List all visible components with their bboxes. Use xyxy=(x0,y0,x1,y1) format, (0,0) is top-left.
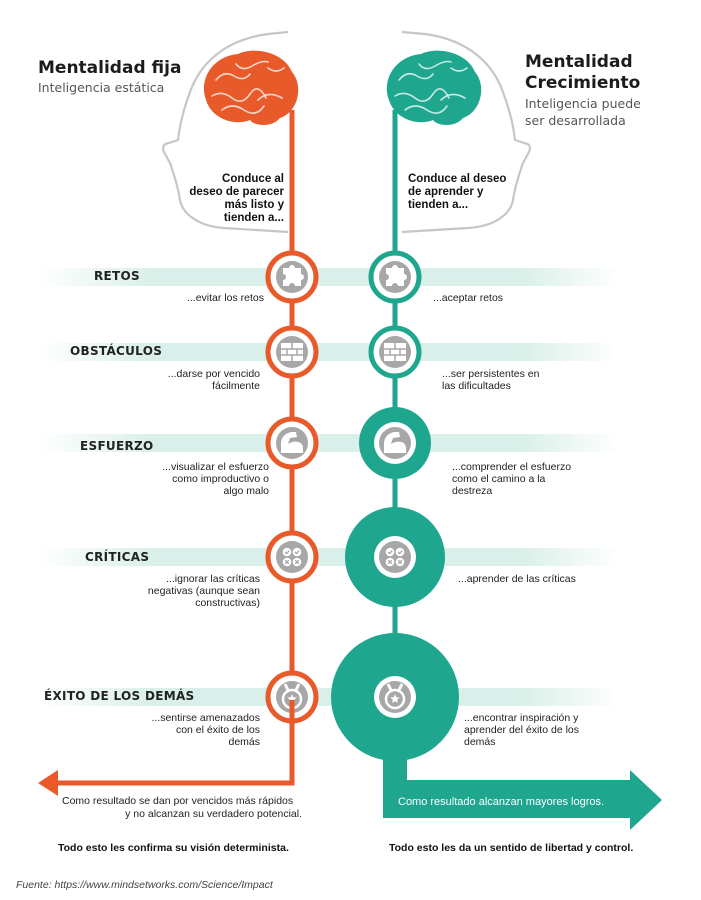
growth-desc-exito: ...encontrar inspiración y aprender del … xyxy=(464,712,634,748)
row-band-left xyxy=(40,688,292,706)
desc-line: algo malo xyxy=(223,485,269,497)
fixed-result-text: Como resultado se dan por vencidos más r… xyxy=(62,795,322,821)
row-band-left xyxy=(40,434,292,452)
desc-line: como el camino a la xyxy=(452,473,546,485)
desc-line: destreza xyxy=(452,485,493,497)
desc-line: ...visualizar el esfuerzo xyxy=(162,461,269,473)
checks-crosses-icon xyxy=(282,547,302,567)
desc-line: ...aceptar retos xyxy=(433,292,504,304)
growth-mindset-title: Mentalidad Crecimiento xyxy=(525,52,640,94)
fixed-lead-text: Conduce al deseo de parecer más listo y … xyxy=(164,173,284,225)
growth-lead-line: de aprender y xyxy=(408,186,484,198)
category-criticas: CRÍTICAS xyxy=(85,550,150,564)
growth-lead-line: Conduce al deseo xyxy=(408,173,507,185)
fixed-result-arrow xyxy=(38,700,295,796)
growth-title-line: Mentalidad xyxy=(525,52,633,72)
growth-node xyxy=(368,325,422,379)
puzzle-icon xyxy=(386,265,407,286)
fixed-mindset-subtitle: Inteligencia estática xyxy=(38,80,165,95)
fixed-lead-line: más listo y xyxy=(224,199,284,211)
growth-node xyxy=(368,250,422,304)
result-line: y no alcanzan su verdadero potencial. xyxy=(125,808,302,820)
fixed-node xyxy=(265,530,319,584)
growth-desc-obstaculos: ...ser persistentes en las dificultades xyxy=(442,368,612,392)
desc-line: como improductivo o xyxy=(172,473,269,485)
desc-line: las dificultades xyxy=(442,380,511,392)
growth-title-line: Crecimiento xyxy=(525,73,641,93)
growth-subtitle-line: ser desarrollada xyxy=(525,113,626,128)
growth-result-arrow xyxy=(383,740,662,830)
desc-line: fácilmente xyxy=(212,380,260,392)
category-exito-de-los-demas: ÉXITO DE LOS DEMÁS xyxy=(44,689,195,703)
category-obstaculos: OBSTÁCULOS xyxy=(70,344,163,358)
desc-line: ...encontrar inspiración y xyxy=(464,712,579,724)
fixed-node xyxy=(265,325,319,379)
fixed-desc-exito: ...sentirse amenazados con el éxito de l… xyxy=(90,712,260,748)
row-band-left xyxy=(40,268,292,286)
desc-line: ...comprender el esfuerzo xyxy=(452,461,572,473)
desc-line: ...ignorar las críticas xyxy=(166,573,260,585)
desc-line: ...sentirse amenazados xyxy=(151,712,260,724)
category-esfuerzo: ESFUERZO xyxy=(80,439,154,453)
growth-node xyxy=(359,407,431,479)
medal-icon xyxy=(384,683,406,710)
growth-head-outline xyxy=(401,30,532,234)
row-band-right xyxy=(395,343,620,361)
row-band-right xyxy=(395,548,620,566)
puzzle-icon xyxy=(283,265,304,286)
growth-lead-line: tienden a... xyxy=(408,199,469,211)
fixed-mindset-title: Mentalidad fija xyxy=(38,58,182,78)
fixed-desc-criticas: ...ignorar las críticas negativas (aunqu… xyxy=(90,573,260,609)
growth-lead-text: Conduce al deseo de aprender y tienden a… xyxy=(408,173,538,212)
fixed-node xyxy=(265,670,319,724)
growth-brain-icon xyxy=(386,50,482,126)
fixed-conclusion: Todo esto les confirma su visión determi… xyxy=(58,842,289,854)
desc-line: demás xyxy=(464,736,496,748)
growth-subtitle-line: Inteligencia puede xyxy=(525,96,641,111)
growth-mindset-subtitle: Inteligencia puede ser desarrollada xyxy=(525,95,641,129)
growth-conclusion: Todo esto les da un sentido de libertad … xyxy=(389,842,634,854)
growth-node xyxy=(345,507,445,607)
fixed-lead-line: tienden a... xyxy=(223,212,284,224)
source-citation: Fuente: https://www.mindsetworks.com/Sci… xyxy=(16,879,273,891)
desc-line: ...darse por vencido xyxy=(167,368,260,380)
result-line: Como resultado se dan por vencidos más r… xyxy=(62,795,294,807)
fixed-desc-esfuerzo: ...visualizar el esfuerzo como improduct… xyxy=(99,461,269,497)
desc-line: con el éxito de los xyxy=(175,724,260,736)
desc-line: ...evitar los retos xyxy=(186,292,264,304)
desc-line: demás xyxy=(228,736,260,748)
growth-desc-esfuerzo: ...comprender el esfuerzo como el camino… xyxy=(452,461,622,497)
fixed-head-outline xyxy=(161,30,289,234)
fixed-brain-icon xyxy=(203,50,299,126)
fixed-lead-line: deseo de parecer xyxy=(189,186,284,198)
desc-line: aprender del éxito de los xyxy=(464,724,579,736)
flexed-arm-icon xyxy=(281,432,303,453)
desc-line: negativas (aunque sean xyxy=(147,585,260,597)
checks-crosses-icon xyxy=(385,547,405,567)
growth-desc-criticas: ...aprender de las críticas xyxy=(458,573,628,585)
flexed-arm-icon xyxy=(384,432,406,453)
fixed-desc-obstaculos: ...darse por vencido fácilmente xyxy=(100,368,260,392)
desc-line: ...ser persistentes en xyxy=(442,368,540,380)
growth-node xyxy=(331,633,459,761)
desc-line: constructivas) xyxy=(195,597,260,609)
fixed-lead-line: Conduce al xyxy=(222,173,284,185)
fixed-desc-retos: ...evitar los retos xyxy=(104,292,264,304)
row-band-right xyxy=(395,268,620,286)
row-band-left xyxy=(40,343,292,361)
growth-desc-retos: ...aceptar retos xyxy=(433,292,603,304)
category-retos: RETOS xyxy=(94,269,140,283)
row-band-right xyxy=(395,434,620,452)
brick-wall-icon xyxy=(281,343,303,361)
desc-line: ...aprender de las críticas xyxy=(458,573,576,585)
fixed-node xyxy=(265,416,319,470)
growth-result-text: Como resultado alcanzan mayores logros. xyxy=(398,796,605,808)
brick-wall-icon xyxy=(384,343,406,361)
fixed-node xyxy=(265,250,319,304)
row-band-left xyxy=(40,548,292,566)
